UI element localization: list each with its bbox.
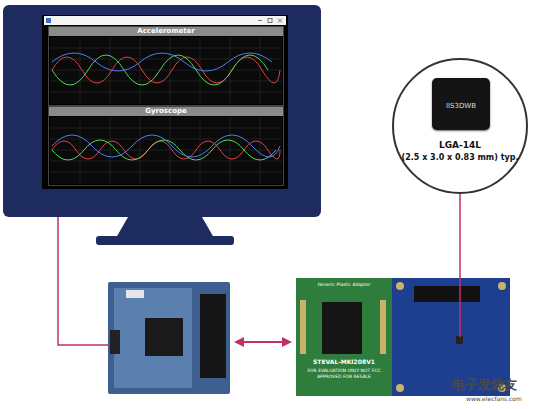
monitor-frame: [3, 5, 321, 217]
signal-curve: [52, 55, 268, 85]
double-arrow: [234, 337, 292, 347]
monitor-base: [96, 236, 234, 245]
mount-hole: [396, 384, 404, 392]
package-name: LGA-14L: [394, 140, 526, 150]
signal-curve: [52, 141, 280, 159]
chart-panel: Gyroscope: [48, 106, 284, 186]
pcb: [296, 278, 392, 396]
board-text: Generic Plastic Adapter: [300, 282, 388, 287]
chip-package: IIS3DWB: [432, 78, 490, 130]
button: [126, 290, 144, 298]
panel-title: Gyroscope: [49, 107, 283, 116]
sensor-chip: [456, 336, 463, 344]
board-text: FOR EVALUATION ONLY NOT FCC APPROVED FOR…: [300, 368, 388, 379]
pin-row: [380, 300, 386, 354]
usb-wire: [58, 217, 110, 345]
window-buttons: [258, 19, 282, 23]
pcb: [108, 282, 230, 394]
monitor: [3, 5, 321, 245]
pin-row: [300, 300, 306, 354]
signal-curve: [52, 135, 280, 157]
signal-curve: [52, 53, 272, 71]
mount-hole: [396, 282, 404, 290]
chip-marking: IIS3DWB: [432, 102, 490, 110]
adapter-board: [296, 278, 392, 396]
package-dimensions: (2.5 x 3.0 x 0.83 mm) typ.: [394, 153, 526, 162]
dip-socket: [322, 302, 362, 354]
plot-area: [50, 37, 282, 104]
screen: [42, 15, 288, 189]
header-connector: [414, 286, 480, 302]
window-titlebar: [44, 16, 286, 25]
leader-line: [459, 194, 461, 337]
signal-curve: [52, 140, 276, 160]
watermark: 电子发烧友: [452, 376, 517, 394]
plot-grid: [50, 37, 282, 104]
watermark-url: www.elecfans.com: [466, 395, 522, 402]
adapter-pcb: Generic Plastic AdapterSTEVAL-MKI208V1FO…: [296, 278, 392, 396]
plot-area: [50, 117, 282, 184]
signal-curve: [52, 57, 280, 83]
mcu-chip: [145, 318, 183, 356]
connector: [110, 330, 120, 354]
callout-circle: LGA-14L (2.5 x 3.0 x 0.83 mm) typ. IIS3DWB: [392, 58, 528, 194]
chart-panel: Accelerometer: [48, 26, 284, 106]
pcb-area: [114, 288, 192, 388]
motherboard: [108, 282, 230, 394]
monitor-neck: [116, 217, 214, 238]
plot-grid: [50, 117, 282, 184]
window-icon: [46, 18, 51, 23]
mount-hole: [498, 282, 506, 290]
panel-title: Accelerometer: [49, 27, 283, 36]
board-part-number: STEVAL-MKI208V1: [296, 358, 392, 365]
socket: [200, 294, 226, 378]
